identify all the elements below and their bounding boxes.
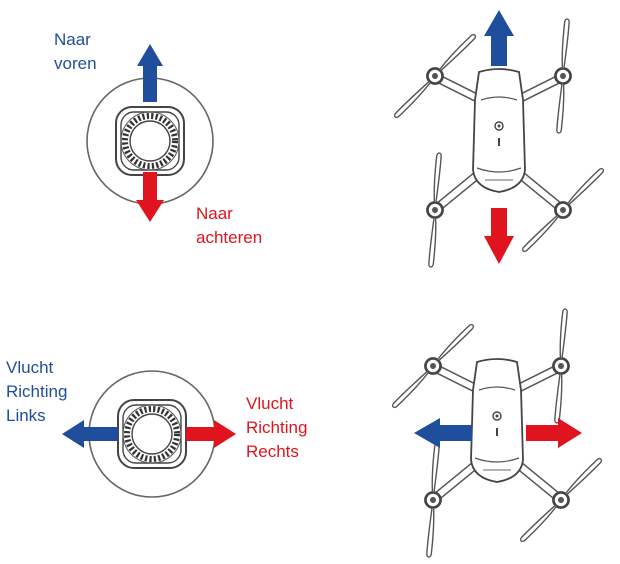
arrow-up-icon: [137, 44, 163, 102]
arrow-right-icon: [186, 420, 236, 448]
arrow-up-icon: [484, 10, 514, 66]
right-label-line2: Richting: [246, 418, 308, 437]
arrow-left-icon: [62, 420, 118, 448]
left-label-line2: Richting: [6, 382, 68, 401]
forward-label: Naar voren: [54, 28, 97, 76]
left-label: Vlucht Richting Links: [6, 356, 67, 428]
right-label-line3: Rechts: [246, 442, 299, 461]
backward-label-line1: Naar: [196, 204, 233, 223]
right-label-line1: Vlucht: [246, 394, 294, 413]
arrow-right-icon: [526, 418, 582, 448]
forward-label-line1: Naar: [54, 30, 91, 49]
right-label: Vlucht Richting Rechts: [246, 392, 307, 464]
arrow-down-icon: [136, 172, 164, 222]
arrow-left-icon: [414, 418, 472, 448]
left-label-line1: Vlucht: [6, 358, 54, 377]
backward-label: Naar achteren: [196, 202, 262, 250]
arrow-down-icon: [484, 208, 514, 264]
forward-label-line2: voren: [54, 54, 97, 73]
left-label-line3: Links: [6, 406, 46, 425]
backward-label-line2: achteren: [196, 228, 263, 247]
